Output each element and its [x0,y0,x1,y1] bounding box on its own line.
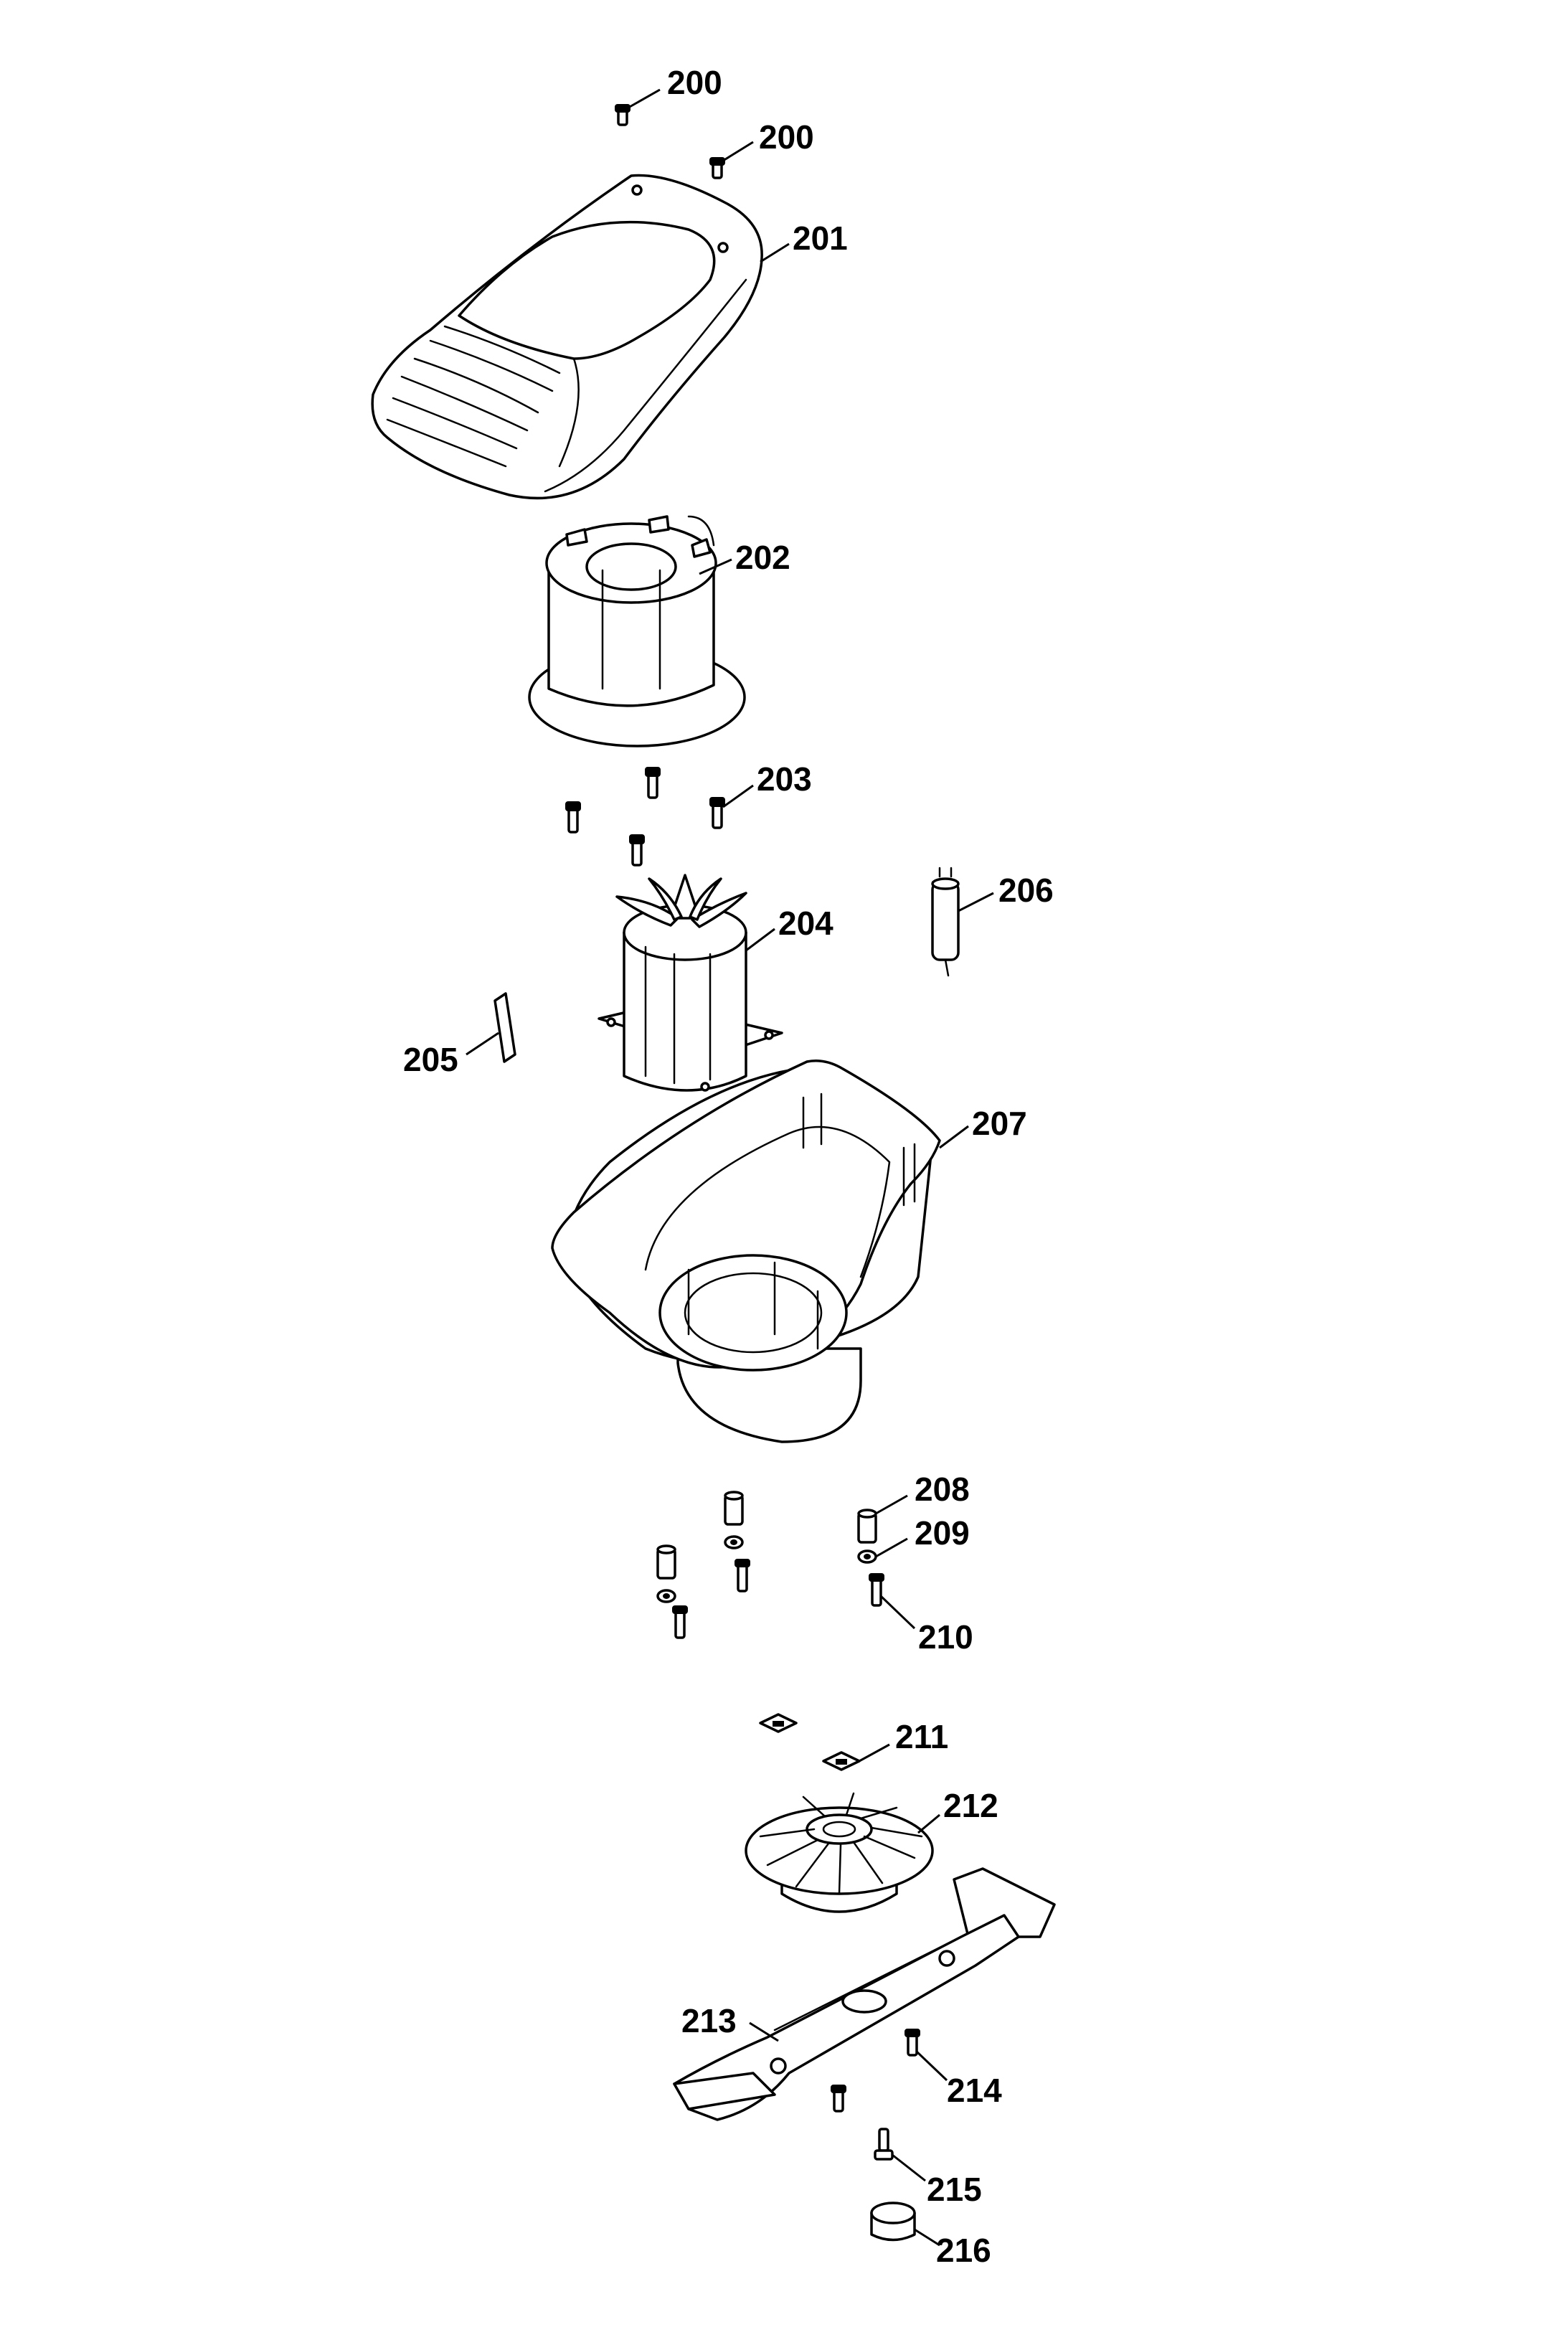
part-210-screw-3 [869,1573,884,1607]
part-204-motor [598,874,783,1092]
callout-201: 201 [793,220,848,257]
part-211-nut-2 [822,1751,861,1771]
leader-211 [859,1743,890,1762]
leader-200a [628,88,661,109]
leader-209 [875,1537,908,1558]
part-209-washer-3 [857,1549,877,1564]
part-200-screw-left [615,104,630,126]
leader-200b [722,141,754,162]
part-206-capacitor [931,867,960,977]
callout-213: 213 [681,2002,737,2039]
part-209-washer-1 [656,1589,676,1603]
part-205-label-plate [493,992,516,1063]
part-201-motor-cover [371,174,763,500]
callout-210: 210 [918,1618,973,1656]
part-203-screw-2 [645,767,661,799]
part-208-spacer-3 [857,1509,877,1544]
part-203-screw-4 [629,834,645,867]
part-203-screw-3 [709,797,725,829]
leader-210 [879,1595,916,1630]
leader-206 [958,892,994,912]
part-212-fan [745,1792,934,1913]
part-210-screw-1 [672,1605,688,1639]
leader-215 [892,2153,926,2182]
part-202-motor-housing [528,515,746,747]
part-210-screw-2 [735,1559,750,1592]
callout-205: 205 [403,1041,458,1078]
part-213-blade [673,1867,1056,2121]
callout-207: 207 [972,1105,1027,1142]
leader-205 [466,1032,499,1056]
part-207-housing-deck [551,1060,941,1443]
callout-215: 215 [927,2171,982,2208]
callout-214: 214 [947,2072,1002,2109]
callout-203: 203 [757,760,812,798]
leader-203 [722,784,754,808]
part-208-spacer-2 [724,1491,744,1526]
callout-206: 206 [998,872,1054,909]
part-200-screw-right [709,157,725,179]
part-216-cap [870,2202,916,2242]
part-203-screw-1 [565,801,581,834]
leader-208 [875,1494,908,1515]
callout-200b: 200 [759,118,814,156]
part-214-bolt-1 [905,2029,920,2057]
leader-216 [914,2228,940,2247]
callout-216: 216 [936,2232,991,2269]
part-215-bolt [874,2128,894,2161]
part-208-spacer-1 [656,1544,676,1580]
callout-212: 212 [943,1787,998,1824]
callout-204: 204 [778,905,833,942]
part-211-nut-1 [759,1713,798,1733]
callout-200a: 200 [667,64,722,101]
leader-214 [915,2050,948,2082]
callout-202: 202 [735,539,790,576]
callout-211: 211 [895,1718,948,1755]
leader-213 [749,2021,779,2042]
leader-212 [917,1813,940,1834]
leader-204 [745,928,775,952]
callout-208: 208 [915,1471,970,1508]
callout-209: 209 [915,1514,970,1552]
leader-201 [760,242,790,263]
leader-207 [939,1125,969,1149]
part-214-bolt-2 [831,2085,846,2113]
part-209-washer-2 [724,1535,744,1549]
leader-202 [699,558,732,575]
